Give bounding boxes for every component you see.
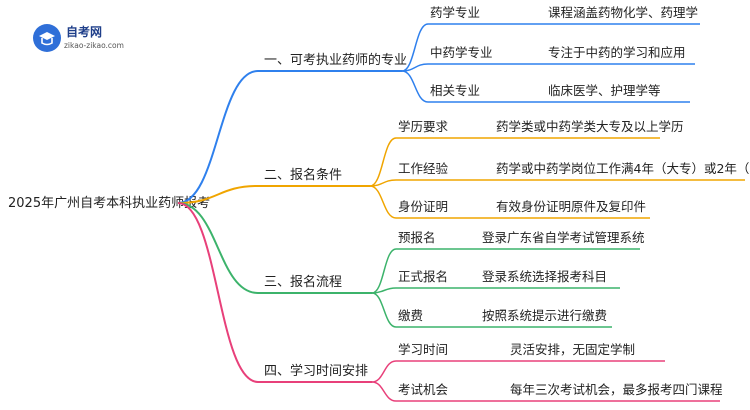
subtopic-detail: 药学或中药学岗位工作满4年（大专）或2年（本科） [496, 161, 750, 176]
subtopic-detail: 药学类或中药学类大专及以上学历 [496, 119, 684, 134]
subtopic-detail: 有效身份证明原件及复印件 [496, 199, 646, 214]
child-connector [371, 292, 397, 328]
subtopic-label: 学习时间 [398, 342, 448, 357]
subtopic-label: 预报名 [398, 230, 436, 245]
subtopic-detail: 登录广东省自学考试管理系统 [482, 230, 645, 245]
subtopic-detail: 每年三次考试机会，最多报考四门课程 [510, 382, 723, 397]
subtopic-detail: 按照系统提示进行缴费 [482, 308, 607, 323]
subtopic-detail: 临床医学、护理学等 [548, 83, 661, 98]
subtopic-label: 工作经验 [398, 161, 449, 176]
logo-name: 自考网 [66, 24, 102, 39]
graduation-cap-icon [39, 32, 55, 40]
subtopic-label: 正式报名 [398, 269, 448, 284]
child-connector [401, 70, 429, 103]
child-connector [369, 137, 397, 187]
logo: 自考网 zikao-zikao.com [33, 24, 124, 52]
subtopic-detail: 课程涵盖药物化学、药理学 [548, 5, 698, 20]
subtopic-label: 身份证明 [398, 199, 448, 214]
subtopic-label: 中药学专业 [430, 45, 493, 60]
child-connector [371, 248, 397, 294]
logo-url: zikao-zikao.com [64, 41, 124, 50]
subtopic-label: 药学专业 [430, 5, 480, 20]
subtopic-detail: 专注于中药的学习和应用 [548, 45, 686, 60]
subtopic-detail: 灵活安排，无固定学制 [510, 342, 635, 357]
branch-label: 三、报名流程 [264, 274, 342, 290]
branch-connector [177, 185, 259, 204]
branch-label: 一、可考执业药师的专业 [264, 52, 407, 68]
subtopic-label: 缴费 [398, 308, 423, 323]
branch-label: 四、学习时间安排 [264, 363, 368, 379]
root-topic: 2025年广州自考本科执业药师报考 [8, 196, 210, 211]
branch-connector [177, 202, 259, 383]
child-connector [369, 179, 397, 187]
child-connector [401, 23, 429, 72]
subtopic-label: 考试机会 [398, 382, 449, 397]
child-connector [369, 185, 397, 219]
branch-connector [177, 202, 259, 294]
subtopic-label: 学历要求 [398, 119, 449, 134]
child-connector [371, 360, 397, 383]
branch-connector [177, 70, 259, 204]
branch-label: 二、报名条件 [264, 167, 342, 183]
subtopic-detail: 登录系统选择报考科目 [482, 269, 607, 284]
child-connector [371, 381, 397, 402]
subtopic-label: 相关专业 [430, 83, 480, 98]
